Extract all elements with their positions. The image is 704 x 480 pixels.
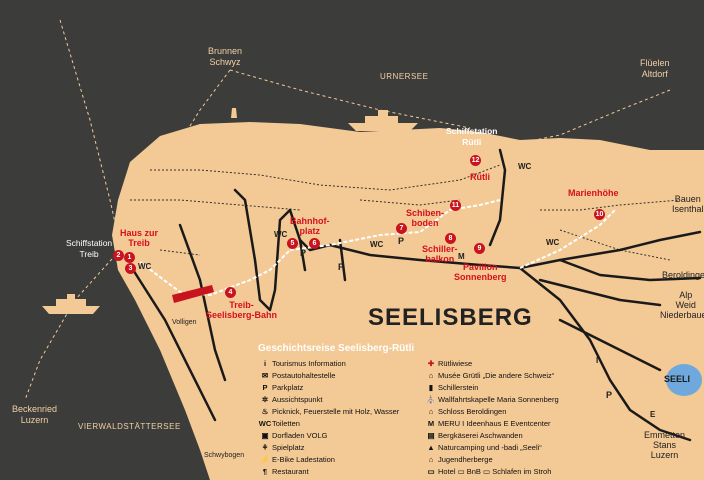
seeli-label: SEELI <box>664 374 691 384</box>
legend-item: ⌂Jugendherberge <box>424 455 493 464</box>
cheese-dairy-icon: ▤ <box>427 431 435 440</box>
beroldingen-label: Beroldingen <box>662 270 704 280</box>
urnersee-label: URNERSEE <box>380 72 429 81</box>
hostel-icon: ⌂ <box>428 455 434 464</box>
funicular-station <box>172 285 214 303</box>
poi-label-schibenboden: Schiben- boden <box>406 208 445 228</box>
poi-pin-1[interactable]: 1 <box>124 252 135 263</box>
meru-marker: M <box>458 252 465 261</box>
museum-icon: ⌂ <box>428 371 434 380</box>
legend-item: ✉Postautohaltestelle <box>258 371 336 380</box>
funicular-line-east <box>289 199 501 251</box>
ferry-routes <box>24 19 671 401</box>
poi-pin-4[interactable]: 4 <box>225 287 236 298</box>
picnic-icon: ♨ <box>261 407 269 416</box>
schiffstation-treib-label: Schiffstation Treib <box>66 238 113 259</box>
legend-item: ✚Rütliwiese <box>424 359 472 368</box>
legend-item: ⌂Schloss Beroldingen <box>424 407 507 416</box>
brunnen-label: Brunnen Schwyz <box>208 46 243 67</box>
alp-weid-label: Alp Weid Niederbauen <box>660 290 704 320</box>
poi-label-schillerbalkon: Schiller- balkon <box>422 244 458 264</box>
poi-label-haus-zur-treib: Haus zur Treib <box>120 228 159 248</box>
camping-icon: ▲ <box>427 443 435 452</box>
poi-label-ruetli: Rütli <box>470 172 490 182</box>
land-area <box>112 122 704 480</box>
beckenried-label: Beckenried Luzern <box>12 404 58 425</box>
legend-item: WCToiletten <box>258 419 300 428</box>
poi-pin-9[interactable]: 9 <box>474 243 485 254</box>
legend-item: ▮Schillerstein <box>424 383 479 392</box>
poi-label-bahnhofplatz: Bahnhof- platz <box>290 216 330 236</box>
playground-icon: ⚘ <box>261 443 269 452</box>
legend-item: ⚘Spielplatz <box>258 443 305 452</box>
poi-label-marienhoehe: Marienhöhe <box>568 188 619 198</box>
restaurant-icon: ¶ <box>262 467 268 476</box>
wc-ruetli: WC <box>518 162 532 171</box>
legend-item: ▲Naturcamping und -badi „Seeli“ <box>424 443 542 452</box>
parking-schibenboden: P <box>398 236 405 246</box>
poi-pin-10[interactable]: 10 <box>594 209 605 220</box>
legend-item: ▭Hotel ▭ BnB ▭ Schlafen im Stroh <box>424 467 551 476</box>
eventcenter-marker: E <box>650 410 656 419</box>
wc-treib: WC <box>138 262 152 271</box>
bauen-label: Bauen Isenthal <box>672 194 704 214</box>
wc-east: WC <box>546 238 560 247</box>
poi-pin-6[interactable]: 6 <box>309 238 320 249</box>
schiffstation-ruetli-label: Schiffstation Rütli <box>446 126 498 147</box>
legend-item: ⛪Wallfahrtskapelle Maria Sonnenberg <box>424 395 558 404</box>
legend-item: ⚡E-Bike Ladestation <box>258 455 335 464</box>
poi-pin-2[interactable]: 2 <box>113 250 124 261</box>
parking-icon: P <box>262 383 268 392</box>
schwybogen-label: Schwybogen <box>204 452 245 459</box>
vierwaldstaettersee-label: VIERWALDSTÄTTERSEE <box>78 422 181 431</box>
poi-pin-3[interactable]: 3 <box>125 263 136 274</box>
legend-item: ♨Picknick, Feuerstelle mit Holz, Wasser <box>258 407 400 416</box>
roads <box>128 148 702 442</box>
wc-schibenboden: WC <box>370 240 384 249</box>
parking-village: P <box>338 262 345 272</box>
map-title: SEELISBERG <box>368 304 533 331</box>
ship-icons <box>42 108 418 314</box>
flueelen-label: Flüelen Altdorf <box>640 58 670 79</box>
poi-pin-11[interactable]: 11 <box>450 200 461 211</box>
shop-icon: ▣ <box>261 431 269 440</box>
poi-pin-7[interactable]: 7 <box>396 223 407 234</box>
legend-title: Geschichtsreise Seelisberg-Rütli <box>258 343 415 354</box>
emmetten-label: Emmetten Stans Luzern <box>644 430 686 460</box>
poi-label-pavillon-sonnenberg: Pavillon Sonnenberg <box>454 262 507 282</box>
legend-item: ✲Aussichtspunkt <box>258 395 323 404</box>
marienhoehe-trail <box>519 209 616 269</box>
viewpoint-icon: ✲ <box>261 395 269 404</box>
parking-seeli: P <box>606 390 613 400</box>
hotel-icon: ▭ <box>427 467 435 476</box>
ebike-icon: ⚡ <box>260 455 270 464</box>
postbus-icon: ✉ <box>261 371 269 380</box>
seeli-lake <box>666 364 702 396</box>
info-icon: i <box>263 359 267 368</box>
poi-pin-8[interactable]: 8 <box>445 233 456 244</box>
meru-icon: M <box>427 419 435 428</box>
ideenhaus-marker: I <box>596 356 599 365</box>
poi-pin-5[interactable]: 5 <box>287 238 298 249</box>
monument-icon: ▮ <box>428 383 434 392</box>
toilet-icon: WC <box>258 419 272 428</box>
chapel-icon: ⛪ <box>426 395 436 404</box>
legend-item: ▣Dorfladen VOLG <box>258 431 327 440</box>
poi-pin-12[interactable]: 12 <box>470 155 481 166</box>
volligen-label: Volligen <box>172 319 197 326</box>
parking-bahnhofplatz: P <box>300 248 307 258</box>
poi-label-treib-seelisberg-bahn: Treib- Seelisberg-Bahn <box>206 300 278 320</box>
legend-item: ⌂Musée Grütli „Die andere Schweiz“ <box>424 371 555 380</box>
wc-bahnhofplatz: WC <box>274 230 288 239</box>
swiss-cross-icon: ✚ <box>427 359 435 368</box>
legend-item: ▤Bergkäserei Aschwanden <box>424 431 522 440</box>
legend-item: ¶Restaurant <box>258 467 309 476</box>
castle-icon: ⌂ <box>428 407 434 416</box>
